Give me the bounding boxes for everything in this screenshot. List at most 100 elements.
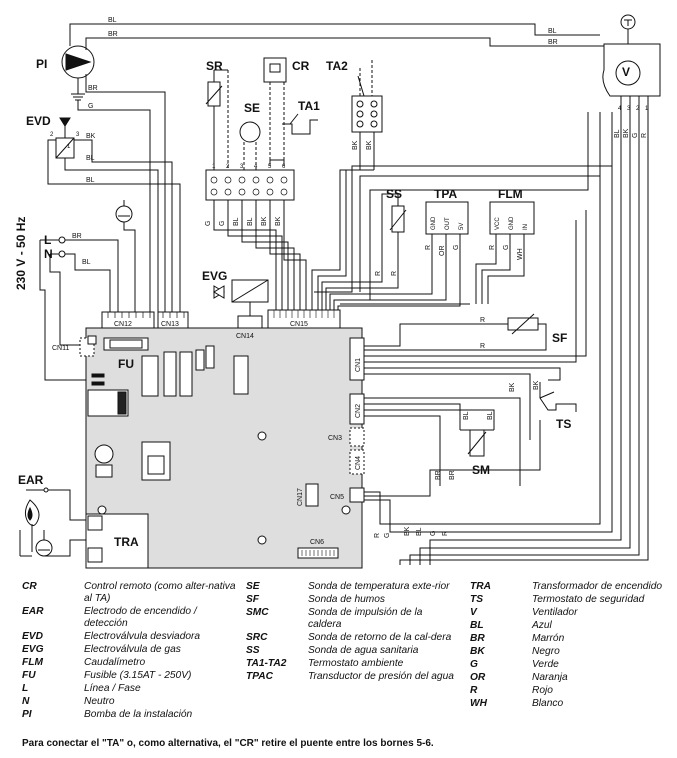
terminal-1: 1 bbox=[212, 164, 216, 170]
label-evg: EVG bbox=[202, 269, 227, 283]
wire-label: G bbox=[219, 221, 226, 226]
jumper-note: Para conectar el "TA" o, como alternativ… bbox=[22, 738, 434, 749]
legend-code: FLM bbox=[22, 657, 43, 668]
label-sf: SF bbox=[552, 331, 567, 345]
label-se: SE bbox=[244, 101, 260, 115]
legend-entry: N Neutro bbox=[22, 696, 242, 708]
label-cn4: CN4 bbox=[355, 456, 362, 470]
wire-label: OR bbox=[439, 246, 446, 257]
wire-label: BR bbox=[108, 31, 118, 38]
legend-description: Verde bbox=[532, 659, 559, 670]
legend-code: V bbox=[470, 607, 477, 618]
wire-label: R bbox=[641, 133, 648, 138]
legend-code: FU bbox=[22, 670, 36, 681]
legend-code: BR bbox=[470, 633, 485, 644]
legend-description: Transductor de presión del agua bbox=[308, 671, 454, 682]
wire-label: R bbox=[442, 531, 449, 536]
pressure-transducer-tpa bbox=[329, 201, 469, 310]
label-cn15: CN15 bbox=[290, 321, 308, 328]
terminal-2: 2 bbox=[226, 164, 230, 170]
legend-entry: FU Fusible (3.15AT - 250V) bbox=[22, 670, 242, 682]
legend-description: Transformador de encendido bbox=[532, 581, 663, 592]
wire-label: G bbox=[503, 245, 510, 250]
legend-description: Termostato de seguridad bbox=[532, 594, 645, 605]
legend-code: TS bbox=[470, 594, 484, 605]
wire-label: BR bbox=[72, 233, 82, 240]
label-flm: FLM bbox=[498, 187, 523, 201]
flm-pin-in: IN bbox=[523, 224, 529, 230]
legend-code: SF bbox=[246, 594, 260, 605]
legend-code: EVG bbox=[22, 644, 44, 655]
legend-code: SRC bbox=[246, 632, 268, 643]
remote-control-cr bbox=[263, 57, 287, 160]
label-tpa: TPA bbox=[434, 187, 457, 201]
legend-description: Blanco bbox=[532, 698, 564, 709]
legend-code: SMC bbox=[246, 607, 269, 618]
wire-label: R bbox=[375, 271, 382, 276]
legend-code: TRA bbox=[470, 581, 491, 592]
legend-description: Naranja bbox=[532, 672, 568, 683]
wire-label: WH bbox=[517, 248, 524, 260]
legend-description: Negro bbox=[532, 646, 560, 657]
label-v: V bbox=[622, 65, 630, 79]
label-voltage: 230 V - 50 Hz bbox=[14, 217, 28, 290]
label-l: L bbox=[44, 233, 51, 247]
legend-description: Sonda de humos bbox=[308, 594, 386, 605]
wire-label: BL bbox=[233, 217, 240, 226]
gas-valve-evg bbox=[213, 279, 269, 316]
wire-label: BL bbox=[247, 217, 254, 226]
label-sm: SM bbox=[472, 463, 490, 477]
label-ts: TS bbox=[556, 417, 571, 431]
evd-pin-3: 3 bbox=[76, 132, 80, 138]
terminal-5: 5 bbox=[268, 164, 272, 170]
legend-code: SS bbox=[246, 645, 260, 656]
wire-label: R bbox=[391, 271, 398, 276]
flm-pin-gnd: GND bbox=[509, 216, 515, 230]
legend-code: L bbox=[22, 683, 29, 694]
legend-code: N bbox=[22, 696, 30, 707]
legend-code: BL bbox=[470, 620, 484, 631]
wire-label: BL bbox=[463, 411, 470, 420]
sensor-sm bbox=[460, 429, 494, 457]
evd-pin-1: 1 bbox=[67, 144, 71, 150]
legend-description: Neutro bbox=[84, 696, 115, 707]
terminal-4: 4 bbox=[254, 164, 258, 170]
tpa-pin-out: OUT bbox=[445, 217, 451, 230]
wire-label: G bbox=[384, 533, 391, 538]
safety-thermostat-ts bbox=[364, 382, 577, 497]
evd-pin-2: 2 bbox=[50, 132, 54, 138]
terminal-block bbox=[205, 169, 295, 201]
fan-pin-2: 2 bbox=[636, 106, 640, 112]
flm-pin-vcc: VCC bbox=[495, 217, 501, 230]
fan-pin-3: 3 bbox=[627, 106, 631, 112]
wire-label: BR bbox=[88, 85, 98, 92]
wire-label: R bbox=[480, 317, 485, 324]
wire-label: BL bbox=[108, 17, 117, 24]
legend-description: Fusible (3.15AT - 250V) bbox=[84, 670, 192, 681]
legend-description: Rojo bbox=[532, 685, 553, 696]
thermostat-ta2 bbox=[351, 60, 383, 170]
tpa-pin-5v: 5V bbox=[459, 223, 465, 230]
label-cn5: CN5 bbox=[330, 494, 344, 501]
label-cn6: CN6 bbox=[310, 539, 324, 546]
legend-description: Sonda de retorno de la cal-dera bbox=[308, 632, 452, 643]
wire-label: R bbox=[425, 245, 432, 250]
label-ss: SS bbox=[386, 187, 402, 201]
label-cn1: CN1 bbox=[355, 358, 362, 372]
terminal-l bbox=[58, 236, 66, 244]
wire-label: BL bbox=[86, 155, 95, 162]
wire-label: BK bbox=[366, 140, 373, 150]
legend-description: Electroválvula desviadora bbox=[84, 631, 201, 642]
